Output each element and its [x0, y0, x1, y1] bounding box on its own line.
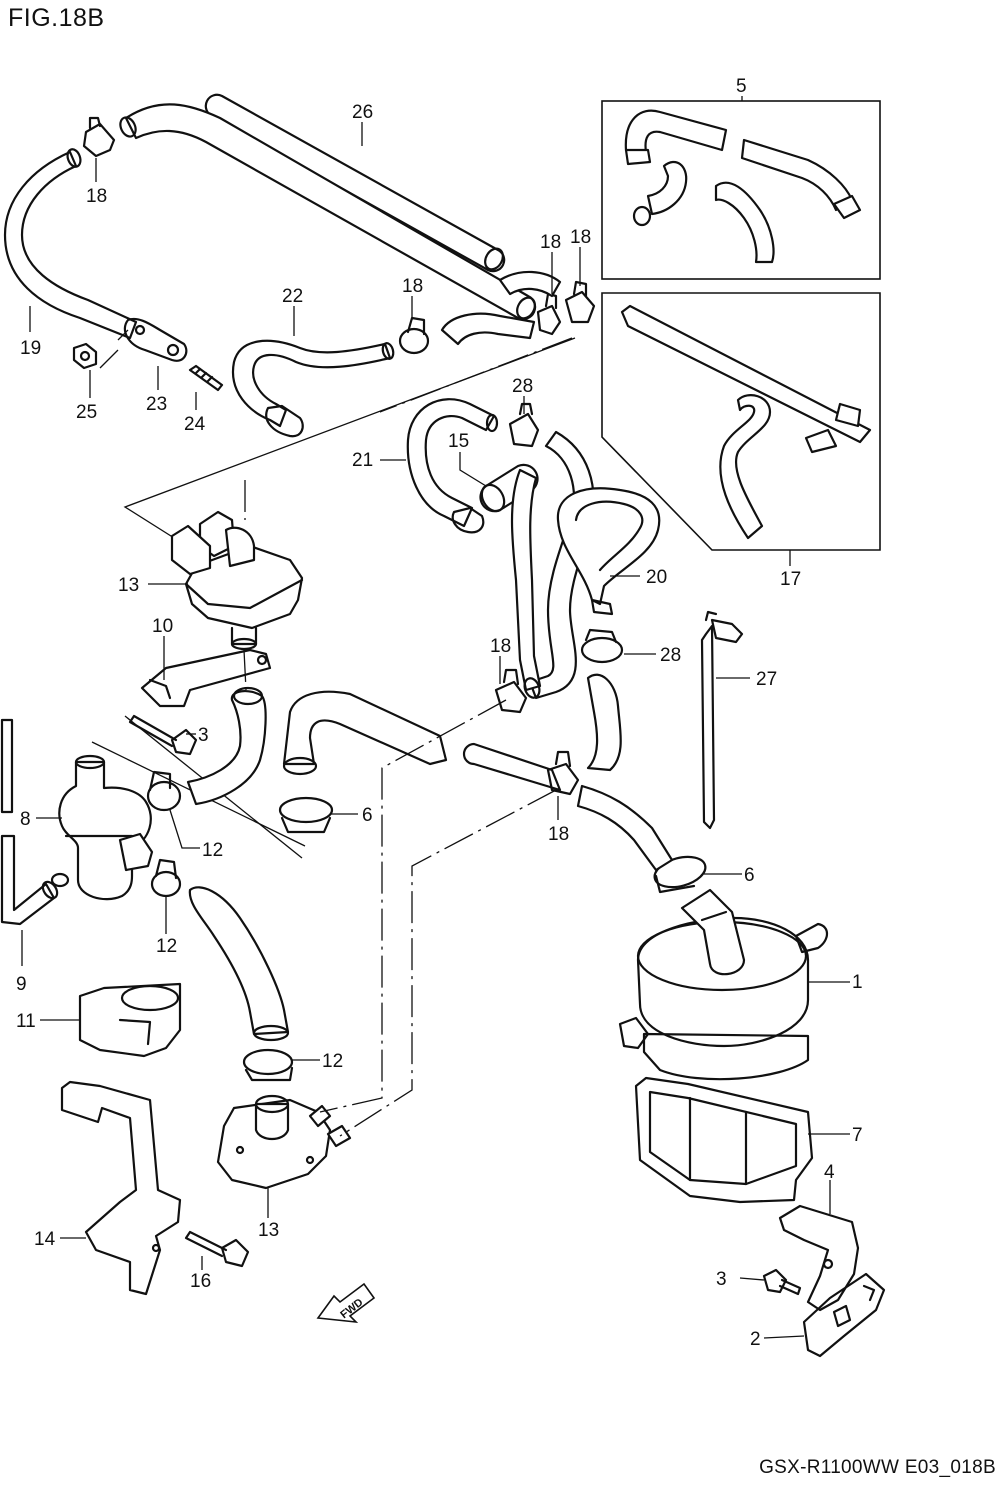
clip-18-right-a	[536, 292, 562, 336]
leader-lines	[21, 96, 850, 1339]
callout-14: 14	[34, 1229, 56, 1250]
callout-6-right: 6	[744, 865, 755, 886]
callout-28-mid: 28	[660, 645, 681, 666]
callout-18-center: 18	[490, 636, 511, 657]
bracket-10	[140, 648, 272, 708]
hose-21	[406, 398, 499, 534]
figure-footer: GSX-R1100WW E03_018B	[759, 1457, 996, 1478]
callout-19: 19	[20, 338, 41, 359]
callout-18-right-b: 18	[570, 227, 591, 248]
callout-27: 27	[756, 669, 777, 690]
routing-line-3	[319, 699, 507, 1113]
callout-17: 17	[780, 569, 801, 590]
hose-19	[3, 148, 138, 340]
callout-15: 15	[448, 431, 469, 452]
bracket-14	[60, 1080, 182, 1296]
callout-22: 22	[282, 286, 303, 307]
callout-18-top-left: 18	[86, 186, 107, 207]
callout-12-mid: 12	[156, 936, 177, 957]
clip-12-lower	[242, 1048, 294, 1082]
hose-22	[231, 339, 395, 438]
callout-7: 7	[852, 1125, 863, 1146]
reed-valve-13-top	[170, 510, 304, 651]
callout-2: 2	[750, 1329, 761, 1350]
clip-18-center	[494, 668, 528, 714]
pump-13-lower	[216, 1094, 352, 1190]
cover-11	[78, 982, 182, 1058]
callout-25: 25	[76, 402, 97, 423]
routing-line-6	[379, 337, 573, 413]
callout-1: 1	[852, 972, 863, 993]
clip-12-upper	[146, 770, 182, 812]
figure-title: FIG.18B	[8, 4, 105, 32]
kit-17-pipes	[620, 304, 872, 540]
callout-8: 8	[20, 809, 31, 830]
callout-18-mid: 18	[402, 276, 423, 297]
callout-4: 4	[824, 1162, 835, 1183]
kit-box-5	[601, 100, 881, 280]
bracket-4	[778, 1204, 860, 1312]
hose-mid-18	[282, 690, 448, 776]
callout-28-top: 28	[512, 376, 533, 397]
callout-16: 16	[190, 1271, 211, 1292]
callout-18-right-a: 18	[540, 232, 561, 253]
routing-line-4	[339, 789, 557, 1137]
bolt-3-lower	[762, 1268, 802, 1296]
bolt-3-upper	[128, 714, 198, 756]
callout-13-lower: 13	[258, 1220, 279, 1241]
clip-18-lower	[546, 750, 580, 796]
clip-18-top-left	[82, 116, 116, 158]
clip-6-right	[653, 855, 707, 894]
clip-18-right-b	[564, 280, 596, 324]
sensor-27	[700, 610, 744, 830]
clip-28-top	[508, 402, 540, 448]
duct-7	[634, 1076, 814, 1204]
bolt-16	[184, 1230, 250, 1268]
callout-23: 23	[146, 394, 167, 415]
pipe-26	[119, 93, 537, 321]
callout-12-lower: 12	[322, 1051, 343, 1072]
callout-24: 24	[184, 414, 206, 435]
callout-26: 26	[352, 102, 373, 123]
callout-5: 5	[736, 76, 747, 97]
clip-18-mid	[398, 316, 430, 355]
routing-line-1	[99, 329, 129, 369]
clip-6-left	[278, 796, 334, 834]
air-cleaner-1	[618, 888, 829, 1081]
hose-20	[556, 487, 661, 616]
callout-10: 10	[152, 616, 173, 637]
bracket-23	[123, 317, 188, 362]
callout-11: 11	[16, 1011, 36, 1032]
hose-elbow-12	[186, 686, 267, 806]
kit-box-17	[601, 292, 881, 551]
callout-12-upper: 12	[202, 840, 223, 861]
callout-13-top: 13	[118, 575, 139, 596]
callout-9: 9	[16, 974, 27, 995]
nut-25	[72, 342, 98, 370]
kit-5-hoses	[624, 109, 862, 264]
callout-20: 20	[646, 567, 667, 588]
routing-line-2	[243, 649, 247, 691]
callout-3-upper: 3	[198, 725, 209, 746]
hose-9	[0, 834, 59, 926]
valve-8	[50, 754, 154, 901]
hose-lower-12	[188, 886, 290, 1042]
hose-stub	[0, 718, 14, 814]
bracket-2	[802, 1272, 886, 1358]
stud-24	[188, 364, 224, 392]
hose-connector-top	[440, 270, 562, 346]
callout-3-lower: 3	[716, 1269, 727, 1290]
forward-arrow-icon: FWD	[316, 1282, 376, 1324]
clip-28-mid	[580, 628, 624, 664]
callout-18-lower: 18	[548, 824, 569, 845]
callout-labels: 1 2 3 3 4 5 6 6 7 8 9 10 11 12 12 12 13 …	[16, 76, 863, 1350]
clip-12-mid	[150, 858, 182, 898]
callout-6-left: 6	[362, 805, 373, 826]
hose-lower-chain	[462, 673, 674, 872]
callout-21: 21	[352, 450, 373, 471]
